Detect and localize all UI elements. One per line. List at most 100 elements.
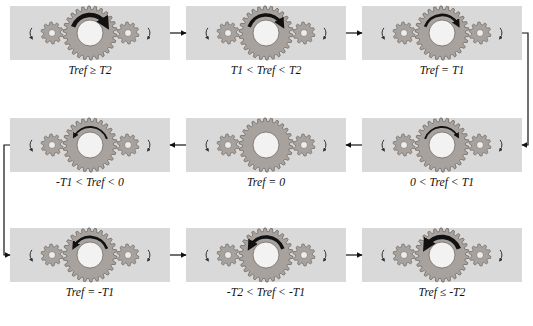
panel-background	[362, 118, 522, 172]
rotation-arrow	[382, 28, 384, 38]
small-gear	[393, 22, 415, 44]
small-gear	[41, 134, 63, 156]
panel-background	[10, 118, 170, 172]
gear-hole	[477, 142, 484, 149]
state-panel: Tref = T1	[362, 6, 522, 79]
torque-arrow	[426, 237, 459, 249]
flow-arrow	[346, 32, 362, 33]
small-gear	[117, 22, 139, 44]
gear-hole	[77, 242, 103, 268]
rotation-arrow	[382, 250, 384, 260]
panel-background	[186, 6, 346, 60]
torque-arrow	[73, 15, 106, 27]
gear-hole	[253, 132, 279, 158]
small-gear	[469, 244, 491, 266]
flow-arrow	[522, 33, 528, 145]
gear-hole	[301, 142, 308, 149]
panel-background	[10, 228, 170, 282]
small-gear	[41, 244, 63, 266]
rotation-arrow	[382, 140, 384, 150]
panel-area	[186, 228, 346, 282]
small-gear	[469, 22, 491, 44]
torque-arrow	[249, 15, 282, 27]
flow-arrow	[170, 254, 186, 255]
small-gear	[393, 244, 415, 266]
rotation-arrow	[30, 250, 32, 260]
torque-label: -T2 < Tref < -T1	[186, 285, 346, 301]
rotation-arrow	[30, 28, 32, 38]
large-gear	[63, 228, 117, 282]
gear-hole	[477, 252, 484, 259]
gear-hole	[401, 30, 408, 37]
gear-hole	[253, 20, 279, 46]
rotation-arrow	[30, 140, 32, 150]
gear-hole	[49, 252, 56, 259]
panel-area	[10, 228, 170, 282]
panel-area	[362, 228, 522, 282]
small-gear	[393, 134, 415, 156]
torque-arrow	[425, 15, 458, 27]
torque-label: Tref ≤ -T2	[362, 285, 522, 301]
gear-hole	[253, 242, 279, 268]
rotation-arrow	[148, 250, 150, 260]
gear-hole	[225, 252, 232, 259]
rotation-arrow	[206, 140, 208, 150]
gear-hole	[49, 142, 56, 149]
torque-arrow	[74, 237, 107, 249]
gear-hole	[429, 20, 455, 46]
state-panel: Tref ≥ T2	[10, 6, 170, 79]
large-gear	[63, 118, 117, 172]
state-panel: 0 < Tref < T1	[362, 118, 522, 191]
large-gear	[239, 118, 293, 172]
flow-arrow	[170, 144, 186, 145]
panel-background	[362, 6, 522, 60]
panel-area	[362, 6, 522, 60]
gear-hole	[225, 30, 232, 37]
large-gear	[63, 6, 117, 60]
small-gear	[117, 244, 139, 266]
rotation-arrow	[500, 140, 502, 150]
panel-area	[186, 118, 346, 172]
flow-arrow	[4, 145, 10, 255]
gear-hole	[77, 132, 103, 158]
large-gear	[415, 228, 469, 282]
torque-label: Tref ≥ T2	[10, 63, 170, 79]
rotation-arrow	[324, 28, 326, 38]
gear-hole	[49, 30, 56, 37]
gear-hole	[429, 242, 455, 268]
panel-background	[10, 6, 170, 60]
torque-label: -T1 < Tref < 0	[10, 175, 170, 191]
state-panel: Tref = -T1	[10, 228, 170, 301]
large-gear	[239, 228, 293, 282]
panel-area	[362, 118, 522, 172]
small-gear	[469, 134, 491, 156]
torque-arrow	[250, 237, 283, 249]
small-gear	[293, 244, 315, 266]
torque-label: Tref = 0	[186, 175, 346, 191]
gear-hole	[301, 30, 308, 37]
large-gear	[415, 118, 469, 172]
rotation-arrow	[148, 140, 150, 150]
gear-hole	[125, 252, 132, 259]
torque-arrow	[74, 127, 107, 139]
state-panel: T1 < Tref < T2	[186, 6, 346, 79]
gear-hole	[301, 252, 308, 259]
panel-background	[186, 228, 346, 282]
small-gear	[117, 134, 139, 156]
torque-label: Tref = T1	[362, 63, 522, 79]
gear-hole	[77, 20, 103, 46]
small-gear	[217, 134, 239, 156]
torque-arrow	[425, 127, 458, 139]
rotation-arrow	[324, 140, 326, 150]
state-panel: -T2 < Tref < -T1	[186, 228, 346, 301]
state-panel: Tref = 0	[186, 118, 346, 191]
rotation-arrow	[500, 28, 502, 38]
small-gear	[293, 134, 315, 156]
rotation-arrow	[324, 250, 326, 260]
small-gear	[293, 22, 315, 44]
gear-hole	[401, 142, 408, 149]
gear-hole	[125, 30, 132, 37]
small-gear	[217, 22, 239, 44]
